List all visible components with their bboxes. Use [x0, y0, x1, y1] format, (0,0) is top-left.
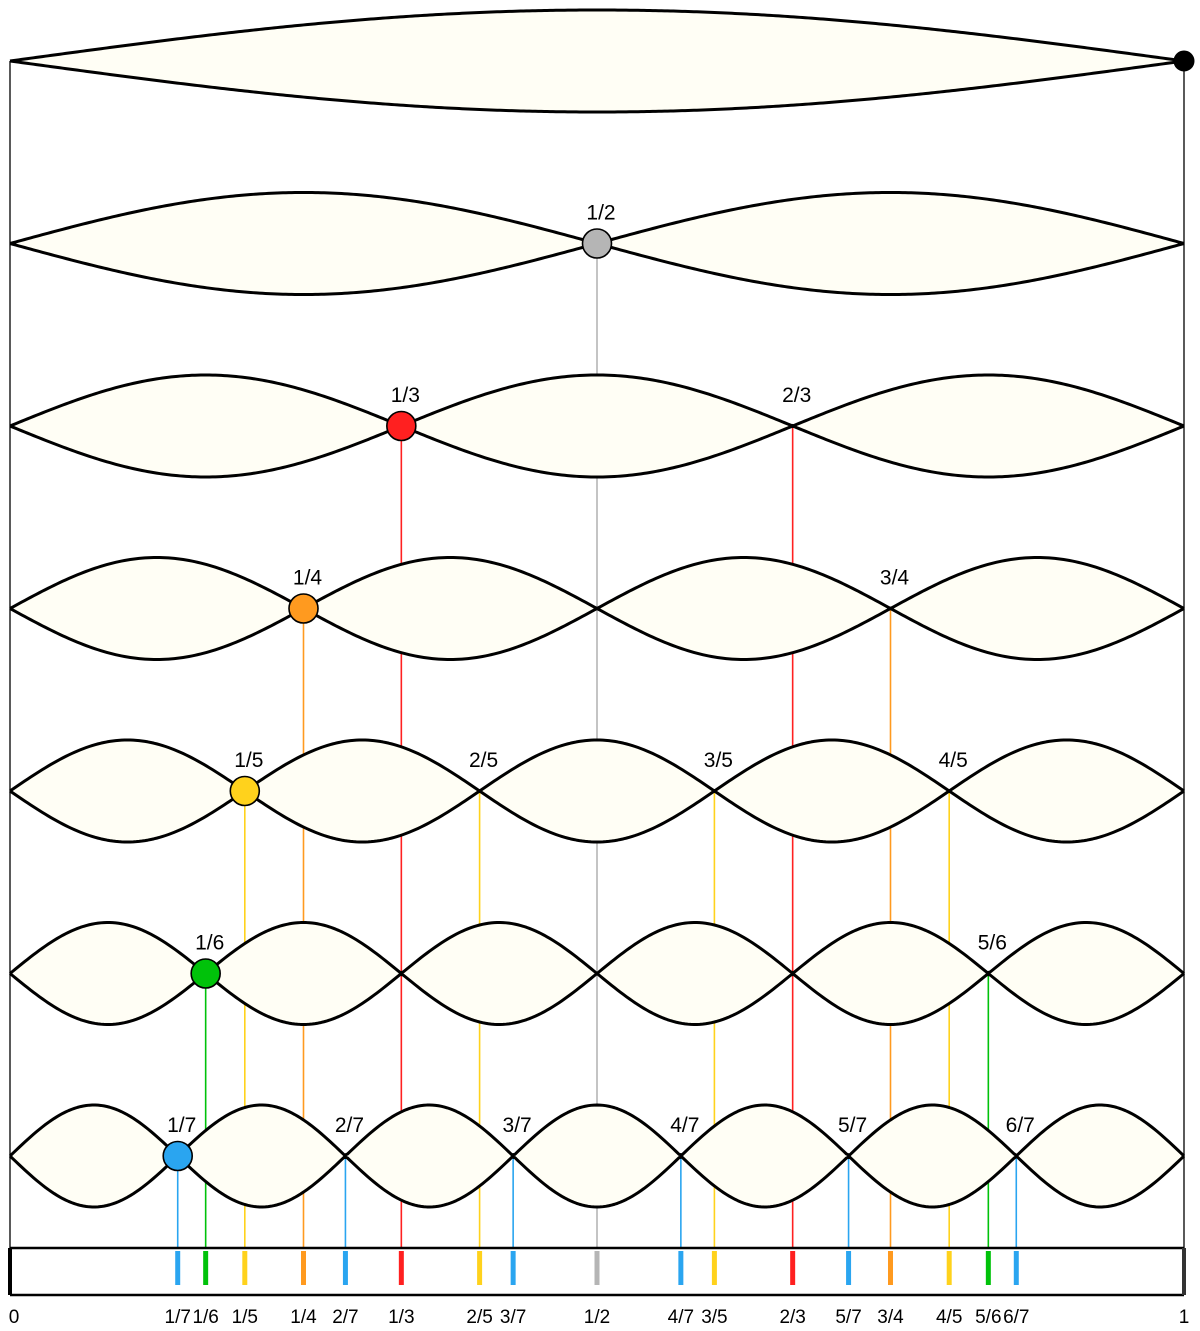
node-label-1-6: 1/6	[195, 932, 224, 955]
axis-label-4-7: 4/7	[668, 1307, 694, 1328]
axis-label-5-6: 5/6	[975, 1307, 1001, 1328]
mode-3-upper-curve	[9, 373, 1185, 428]
node-labels: 1/2 1/3 2/3 1/4 3/4 1/5 2/5 3/5 4/5 1/6 5/6 1/7 2/7 3…	[167, 202, 1035, 1138]
node-marker-1-2	[581, 228, 613, 259]
axis-label-3-4: 3/4	[877, 1307, 904, 1328]
node-label-4-7: 4/7	[670, 1114, 699, 1137]
node-label-6-7: 6/7	[1006, 1114, 1035, 1137]
axis-label-6-7: 6/7	[1003, 1307, 1029, 1328]
node-label-3-4: 3/4	[880, 567, 910, 590]
axis-label-1: 1	[1179, 1307, 1190, 1328]
node-label-3-5: 3/5	[704, 749, 733, 772]
endpoint-marker	[1173, 50, 1195, 72]
node-label-1-3: 1/3	[391, 384, 420, 407]
node-marker-1-5	[229, 775, 261, 807]
axis-label-1-6: 1/6	[192, 1307, 218, 1328]
mode-5-fill	[10, 740, 1184, 842]
node-label-5-6: 5/6	[978, 932, 1007, 955]
node-label-2-7: 2/7	[335, 1114, 364, 1137]
node-marker-1-7	[162, 1140, 194, 1172]
axis-label-2-3: 2/3	[779, 1307, 805, 1328]
node-label-1-4: 1/4	[293, 567, 323, 590]
node-markers	[162, 50, 1195, 1172]
mode-3-lower-curve	[9, 424, 1185, 479]
node-label-1-5: 1/5	[234, 749, 263, 772]
mode-3	[9, 373, 1185, 479]
axis-label-1-7: 1/7	[165, 1307, 191, 1328]
axis-label-3-7: 3/7	[500, 1307, 526, 1328]
node-marker-1-3	[386, 410, 417, 442]
mode-5-lower-curve	[9, 789, 1185, 844]
mode-1-lower-curve	[9, 59, 1185, 114]
axis-label-5-7: 5/7	[835, 1307, 861, 1328]
node-marker-1-6	[190, 958, 221, 989]
axis-label-1-2: 1/2	[584, 1307, 610, 1328]
axis-label-1-4: 1/4	[290, 1307, 317, 1328]
node-label-1-2: 1/2	[586, 202, 615, 225]
mode-5	[9, 738, 1185, 844]
axis-label-4-5: 4/5	[936, 1307, 962, 1328]
mode-5-upper-curve	[9, 738, 1185, 793]
node-label-5-7: 5/7	[838, 1114, 867, 1137]
mode-7-fill	[10, 1105, 1184, 1207]
axis-label-2-5: 2/5	[466, 1307, 492, 1328]
mode-7-upper-curve	[8, 1103, 1186, 1158]
mode-4	[9, 556, 1185, 661]
axis-label-1-3: 1/3	[388, 1307, 414, 1328]
axis-label-2-7: 2/7	[332, 1307, 358, 1328]
mode-4-lower-curve	[9, 607, 1185, 661]
mode-1	[9, 8, 1185, 114]
axis-label-1-5: 1/5	[232, 1307, 258, 1328]
mode-7	[8, 1103, 1186, 1209]
mode-1-upper-curve	[9, 8, 1185, 63]
node-label-2-3: 2/3	[782, 384, 811, 407]
axis-label-3-5: 3/5	[701, 1307, 727, 1328]
mode-7-lower-curve	[8, 1154, 1186, 1209]
axis-label-0: 0	[9, 1307, 20, 1328]
mode-3-fill	[10, 375, 1184, 477]
node-marker-1-4	[288, 593, 319, 624]
node-label-2-5: 2/5	[469, 749, 498, 772]
node-label-1-7: 1/7	[167, 1114, 196, 1137]
node-label-3-7: 3/7	[503, 1114, 532, 1137]
mode-1-fill	[10, 10, 1184, 112]
node-label-4-5: 4/5	[939, 749, 968, 772]
